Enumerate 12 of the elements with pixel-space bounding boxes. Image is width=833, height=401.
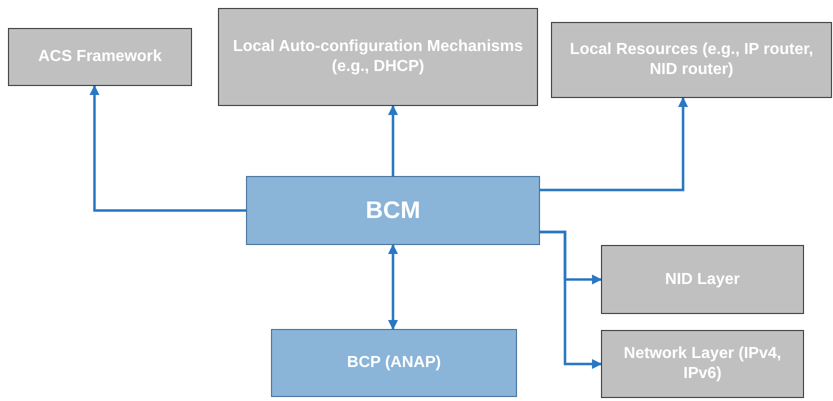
arrow xyxy=(540,97,688,192)
arrow xyxy=(89,85,246,212)
component-box: BCM xyxy=(246,176,540,245)
module-box: Network Layer (IPv4, IPv6) xyxy=(601,330,804,398)
module-box: Local Resources (e.g., IP router, NID router) xyxy=(551,22,832,98)
module-box: ACS Framework xyxy=(8,28,192,86)
module-box: Local Auto-configuration Mechanisms (e.g., DHCP) xyxy=(218,8,538,106)
arrow xyxy=(388,105,398,176)
module-box: NID Layer xyxy=(601,245,804,314)
arrow xyxy=(388,244,398,330)
arrow xyxy=(540,230,602,369)
component-box: BCP (ANAP) xyxy=(271,329,517,397)
